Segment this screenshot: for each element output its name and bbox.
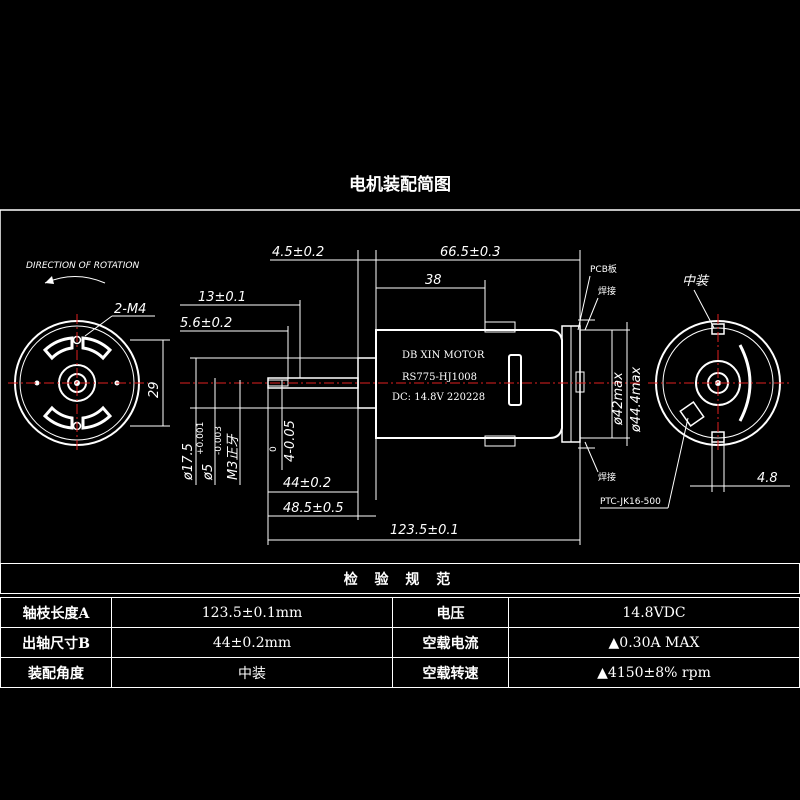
mount-label: 中装 — [682, 274, 710, 289]
solder-label-bottom: 焊接 — [598, 471, 616, 483]
motor-brand-text: DB XIN MOTOR — [402, 350, 485, 361]
dim-13: 13±0.1 — [198, 290, 246, 305]
dim-44: 44±0.2 — [283, 476, 331, 491]
table-row: 出轴尺寸B 44±0.2mm 空载电流 ▲0.30A MAX — [0, 627, 800, 658]
dim-44-4: ø44.4max — [629, 366, 644, 433]
vent-slot-3 — [42, 405, 74, 430]
table-row: 装配角度 中装 空载转速 ▲4150±8% rpm — [0, 657, 800, 688]
vent-slot-2 — [81, 336, 113, 361]
spec-spacer — [0, 593, 800, 598]
spec-value: ▲4150±8% rpm — [508, 657, 800, 688]
spec-label: 空载电流 — [392, 627, 509, 658]
dim-5: ø5 — [201, 464, 216, 481]
spec-spacer-row — [0, 593, 800, 598]
solder-bottom-leader — [584, 441, 599, 473]
dim-5-6: 5.6±0.2 — [180, 316, 232, 331]
rotation-arrow-head — [45, 276, 54, 284]
dim-4-8: 4.8 — [757, 471, 778, 486]
dim-4-zero: 0 — [269, 446, 279, 452]
rotation-arrow — [44, 276, 106, 284]
bottom-tab — [484, 435, 516, 447]
spec-heading-row: 检 验 规 范 — [0, 563, 800, 594]
dim-4: 4-0.05 — [283, 420, 298, 462]
solder-label-top: 焊接 — [598, 285, 616, 297]
dim-17-5: ø17.5 — [181, 443, 196, 481]
side-view: DB XIN MOTOR RS775-HJ1008 DC: 14.8V 2202… — [180, 245, 689, 545]
inspection-spec-table: 检 验 规 范 轴枝长度A 123.5±0.1mm 电压 14.8VDC 出轴尺… — [0, 563, 800, 688]
rear-bearing — [575, 371, 585, 393]
holes-leader-arrow — [84, 315, 113, 337]
motor-body — [375, 329, 563, 439]
dim-4-5: 4.5±0.2 — [272, 245, 324, 260]
pcb-leader — [577, 275, 591, 331]
top-tab — [484, 321, 516, 333]
spec-label: 空载转速 — [392, 657, 509, 688]
dim-66-5: 66.5±0.3 — [440, 245, 501, 260]
dim-5-tol-up: +0.001 — [196, 422, 206, 455]
vent-hole-left — [34, 380, 40, 386]
spec-value: 123.5±0.1mm — [111, 597, 393, 628]
dim-m3: M3正牙 — [226, 433, 241, 480]
spec-label: 出轴尺寸B — [0, 627, 112, 658]
table-row: 轴枝长度A 123.5±0.1mm 电压 14.8VDC — [0, 597, 800, 628]
ptc-leader — [667, 417, 689, 509]
pcb-label: PCB板 — [590, 263, 617, 275]
dim-5-tol-down: -0.003 — [214, 426, 224, 455]
spec-label: 轴枝长度A — [0, 597, 112, 628]
page-title: 电机装配简图 — [349, 175, 451, 195]
motor-voltage-text: DC: 14.8V 220228 — [392, 392, 485, 403]
dim-48-5: 48.5±0.5 — [283, 501, 344, 516]
spec-value: 中装 — [111, 657, 393, 688]
vent-slot-1 — [42, 336, 74, 361]
solder-top-leader — [584, 297, 599, 331]
vent-slot-4 — [81, 405, 113, 430]
motor-model-text: RS775-HJ1008 — [402, 372, 477, 383]
dim-29: 29 — [147, 381, 162, 398]
spec-label: 装配角度 — [0, 657, 112, 688]
spec-label: 电压 — [392, 597, 509, 628]
brush-holder — [738, 344, 752, 422]
spec-value: 14.8VDC — [508, 597, 800, 628]
dim-123-5: 123.5±0.1 — [390, 523, 459, 538]
ptc-component — [679, 400, 705, 428]
dim-38: 38 — [425, 273, 442, 288]
front-end-view: DIRECTION OF ROTATION 2-M4 29 — [8, 261, 170, 452]
rotation-label: DIRECTION OF ROTATION — [26, 261, 140, 271]
rear-end-view: 中装 4.8 — [648, 274, 790, 492]
vent-window — [508, 354, 522, 406]
spec-value: ▲0.30A MAX — [508, 627, 800, 658]
spec-heading: 检 验 规 范 — [0, 563, 800, 594]
spec-value: 44±0.2mm — [111, 627, 393, 658]
ptc-label: PTC-JK16-500 — [600, 497, 661, 507]
dim-42: ø42max — [611, 372, 626, 426]
holes-label: 2-M4 — [114, 302, 146, 317]
